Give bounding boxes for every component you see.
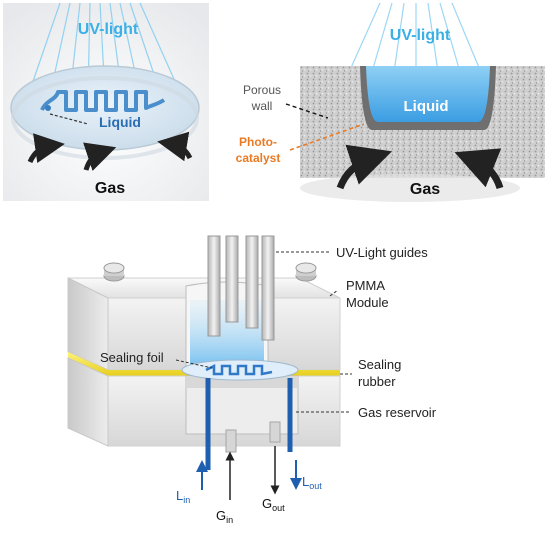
l-in-label: Lin xyxy=(176,488,190,505)
liquid-label-b: Liquid xyxy=(404,98,449,115)
pmma-label-line1: PMMA xyxy=(346,278,385,293)
gas-reservoir-label: Gas reservoir xyxy=(358,405,437,420)
uv-light-rays-b xyxy=(349,2,481,73)
meander-channel xyxy=(40,90,166,112)
liquid-label: Liquid xyxy=(99,114,141,130)
gas-arrow-right xyxy=(157,131,193,162)
uv-light-guides-label: UV-Light guides xyxy=(336,245,428,260)
uv-light-label: UV-light xyxy=(78,21,139,38)
sealing-foil xyxy=(181,359,299,381)
liquid-pool xyxy=(366,66,490,122)
pmma-leader xyxy=(329,289,339,297)
uv-light-guides xyxy=(207,235,275,341)
photocatalyst-pointer xyxy=(289,123,365,151)
uv-light-label-b: UV-light xyxy=(390,27,451,44)
porous-label-line2: wall xyxy=(251,99,273,113)
g-in-label: Gin xyxy=(216,508,233,525)
sealing-foil-leader xyxy=(175,359,213,369)
panel-b: UV-light Liquid Porous wall Photo- catal… xyxy=(214,2,547,202)
gas-arrow-middle xyxy=(83,142,117,171)
photocatalyst-label-line1: Photo- xyxy=(239,135,277,149)
module-lower-side xyxy=(67,357,109,447)
gas-inlet-tube xyxy=(225,429,237,453)
g-out-label: Gout xyxy=(262,496,285,513)
gas-label: Gas xyxy=(95,180,125,197)
sealing-foil-label: Sealing foil xyxy=(100,350,164,365)
liquid-pointer xyxy=(49,113,89,125)
l-out-label: Lout xyxy=(302,474,322,491)
porous-label-line1: Porous xyxy=(243,83,281,97)
gas-arrow-b-left xyxy=(336,144,392,190)
sealing-rubber-label-line2: rubber xyxy=(358,374,396,389)
gas-arrow-left xyxy=(27,133,65,164)
gas-outlet-tube xyxy=(269,421,281,443)
porous-pointer xyxy=(285,103,329,119)
photocatalyst-label-line2: catalyst xyxy=(236,151,281,165)
gas-label-b: Gas xyxy=(410,181,440,198)
panel-c: Lin Lout Gin Gout UV-Light guides PMMA M… xyxy=(67,235,437,525)
gas-arrow-b-right xyxy=(454,148,504,190)
foil-meander-channel xyxy=(205,363,273,376)
sealing-rubber-label-line1: Sealing xyxy=(358,357,401,372)
pmma-label-line2: Module xyxy=(346,295,389,310)
panel-a: Liquid UV-light Gas xyxy=(3,2,209,201)
